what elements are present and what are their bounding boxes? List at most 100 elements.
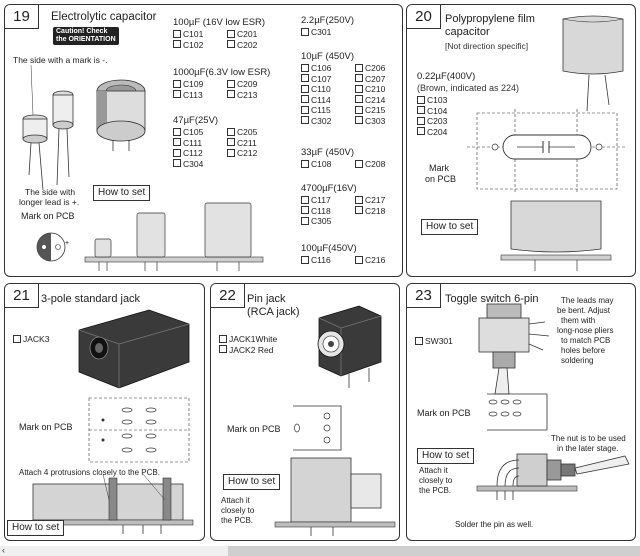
checkbox-part[interactable]: C213 [227,90,281,101]
panel-21-3-pole-jack: 21 3-pole standard jack JACK3 Mark on PC… [4,283,205,541]
checkbox-part[interactable]: C205 [227,127,281,138]
checkbox-part[interactable]: C118 [301,206,355,217]
checkbox-part[interactable]: C302 [301,116,355,127]
pin-jack-parts: JACK1White JACK2 Red [219,334,299,355]
checkbox-part[interactable]: C116 [301,255,355,266]
jack3-parts: JACK3 [13,334,73,345]
panel-22-pin-jack: 22 Pin jack (RCA jack) JACK1White JACK2 … [210,283,400,541]
checkbox-part[interactable]: C113 [173,90,227,101]
checkbox-part[interactable]: JACK2 Red [219,345,299,356]
mark-on-pcb-label: Mark on PCB [227,424,281,434]
mark-on-pcb-label: Mark on PCB [19,422,73,432]
checkbox-part[interactable]: C108 [301,159,355,170]
panel-title: 3-pole standard jack [41,293,141,305]
mounted-film-capacitor [500,200,612,271]
checkbox-part[interactable]: C206 [355,63,402,74]
checkbox-part[interactable]: C215 [355,105,402,116]
checkbox-part[interactable]: C109 [173,79,227,90]
mark-label-line-1: Mark [429,163,449,173]
step-number: 20 [407,5,441,29]
value-group-8-parts: C116 C216 [301,255,402,266]
checkbox-part[interactable]: C106 [301,63,355,74]
rca-jack-pcb-mark [293,405,342,451]
value-group-6-label: 33µF (450V) [301,147,354,158]
checkbox-part[interactable]: C104 [417,106,471,117]
checkbox-part[interactable]: C305 [301,216,355,227]
panel-title-line-1: Polypropylene film [445,13,535,25]
toggle-switch-pcb-mark [487,393,548,431]
checkbox-part[interactable]: C212 [227,148,281,159]
checkbox-part[interactable]: JACK1White [219,334,299,345]
film-capacitor-parts: C103 C104 C203 C204 [417,95,471,137]
checkbox-part[interactable]: C303 [355,116,402,127]
checkbox-part[interactable]: C204 [417,127,471,138]
scroll-left-icon[interactable]: ‹ [2,545,5,555]
checkbox-part[interactable]: C115 [301,105,355,116]
checkbox-part[interactable]: C102 [173,40,227,51]
longer-lead-note-1: The side with [25,187,76,197]
value-group-8-label: 100µF(450V) [301,243,357,254]
checkbox-part[interactable]: C112 [173,148,227,159]
capacitor-value-note: (Brown, indicated as 224) [417,83,520,93]
checkbox-part[interactable]: C111 [173,138,227,149]
value-group-1-label: 100µF (16V low ESR) [173,17,266,28]
panel-title-line-2: capacitor [445,26,490,38]
panel-title: Electrolytic capacitor [51,11,157,23]
checkbox-part[interactable]: C210 [355,84,402,95]
leads-note-1: The leads may [561,296,614,305]
how-to-set-label: How to set [421,219,479,235]
attach-note-line-2: closely to [419,476,453,485]
mark-minus-note: The side with a mark is -. [13,55,108,65]
mounted-capacitors-illustration [84,202,264,271]
3-pole-jack-illustration [78,309,190,389]
attach-note-line-1: Attach it [419,466,448,475]
checkbox-part[interactable]: C105 [173,127,227,138]
leads-note-4: long-nose pliers [557,326,614,335]
checkbox-part[interactable]: C214 [355,95,402,106]
checkbox-part[interactable]: C201 [227,29,281,40]
nut-note-line-1: The nut is to be used [551,434,626,443]
step-number: 23 [407,284,441,308]
checkbox-part[interactable]: C202 [227,40,281,51]
checkbox-part[interactable]: C209 [227,79,281,90]
value-group-6-parts: C108 C208 [301,159,402,170]
value-group-5-parts: C106 C206 C107 C207 C110 C210 C114 C214 … [301,63,402,127]
value-group-2-parts: C109 C209 C113 C213 [173,79,281,100]
checkbox-part[interactable]: C101 [173,29,227,40]
checkbox-part[interactable]: C304 [173,159,227,170]
value-group-4-parts: C301 [301,27,402,38]
checkbox-part[interactable]: C207 [355,74,402,85]
attach-note-line-1: Attach it [221,496,250,505]
film-capacitor-pcb-mark [467,109,627,193]
mark-on-pcb-label: Mark on PCB [21,211,75,221]
leads-note-5: to match PCB [561,336,611,345]
caution-line-2: the ORIENTATION [56,36,116,43]
checkbox-part[interactable]: C301 [301,27,355,38]
checkbox-part[interactable]: C107 [301,74,355,85]
checkbox-part[interactable]: C114 [301,95,355,106]
toggle-switch-illustration [478,303,550,395]
pcb-mark-symbol: + [36,232,69,262]
checkbox-part[interactable]: SW301 [415,336,475,347]
horizontal-scrollbar-thumb[interactable] [228,546,640,556]
panel-title: Toggle switch 6-pin [445,293,539,305]
checkbox-part[interactable]: JACK3 [13,334,73,345]
mounted-toggle-switch-illustration [476,453,630,500]
panel-title-line-2: (RCA jack) [247,306,300,318]
checkbox-part[interactable]: C211 [227,138,281,149]
leads-note-7: soldering [561,356,594,365]
checkbox-part[interactable]: C218 [355,206,402,217]
panel-23-toggle-switch: 23 Toggle switch 6-pin SW301 The leads m… [406,283,636,541]
checkbox-part[interactable]: C110 [301,84,355,95]
checkbox-part[interactable]: C217 [355,195,402,206]
panel-title-line-1: Pin jack [247,293,286,305]
checkbox-part[interactable]: C203 [417,116,471,127]
checkbox-part[interactable]: C216 [355,255,402,266]
checkbox-part[interactable]: C103 [417,95,471,106]
checkbox-part[interactable]: C117 [301,195,355,206]
svg-text:+: + [65,240,69,247]
checkbox-part[interactable]: C208 [355,159,402,170]
mark-on-pcb-label: Mark on PCB [417,408,471,418]
attach-protrusions-note: Attach 4 protrusions closely to the PCB. [19,468,160,477]
leads-note-6: holes before [561,346,606,355]
